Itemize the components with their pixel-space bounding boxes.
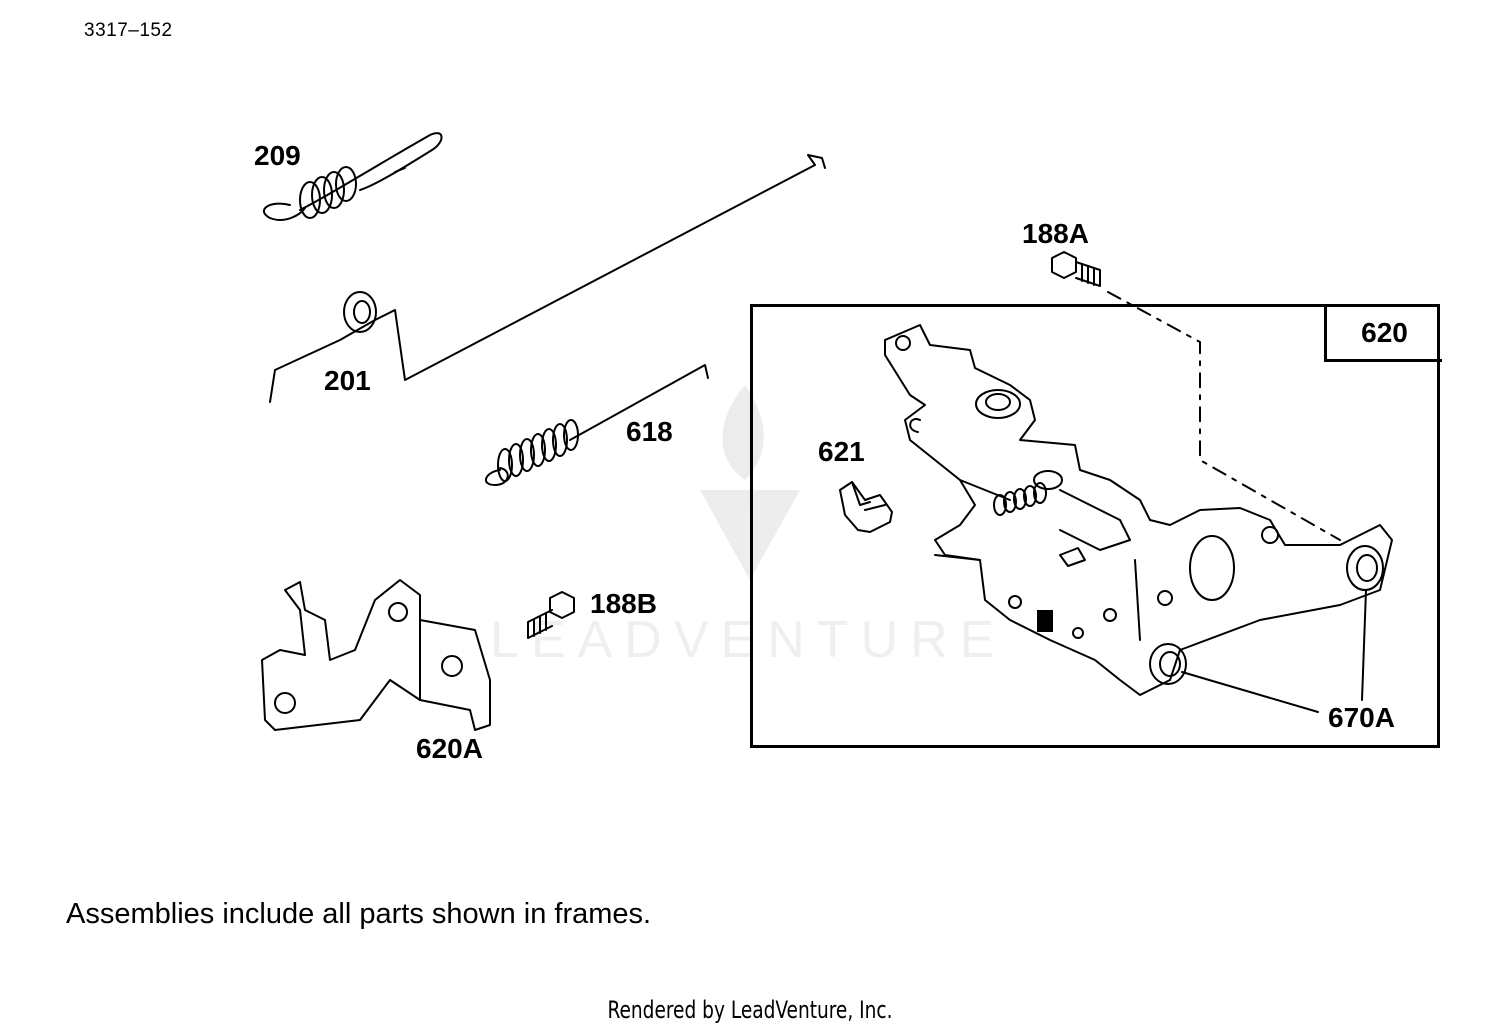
watermark-logo: [700, 385, 800, 580]
label-188B[interactable]: 188B: [590, 588, 657, 619]
label-618[interactable]: 618: [626, 416, 673, 447]
part-201-rod: [269, 154, 826, 403]
watermark: LEADVENTURE: [490, 611, 1007, 669]
part-618-spring: [485, 364, 709, 486]
part-620A-bracket: [261, 579, 491, 731]
assembly-frame: [750, 304, 1440, 748]
part-209-spring: [262, 132, 443, 221]
assembly-frame-tag: 620: [1324, 306, 1442, 362]
part-620-assembly: [884, 324, 1393, 696]
label-670A[interactable]: 670A: [1328, 702, 1395, 733]
label-620[interactable]: 620: [1361, 316, 1408, 348]
part-188B-screw: [527, 591, 575, 639]
label-188A[interactable]: 188A: [1022, 218, 1089, 249]
diagram-reference: 3317–152: [84, 20, 173, 41]
footer-credit: Rendered by LeadVenture, Inc.: [607, 996, 893, 1024]
label-621[interactable]: 621: [818, 436, 865, 467]
label-620A[interactable]: 620A: [416, 733, 483, 764]
leader-lines-670A: [1181, 589, 1367, 713]
part-621-clip: [839, 481, 893, 533]
label-209[interactable]: 209: [254, 140, 301, 171]
part-188A-screw: [1051, 251, 1341, 541]
assembly-note: Assemblies include all parts shown in fr…: [66, 898, 652, 930]
label-201[interactable]: 201: [324, 365, 371, 396]
